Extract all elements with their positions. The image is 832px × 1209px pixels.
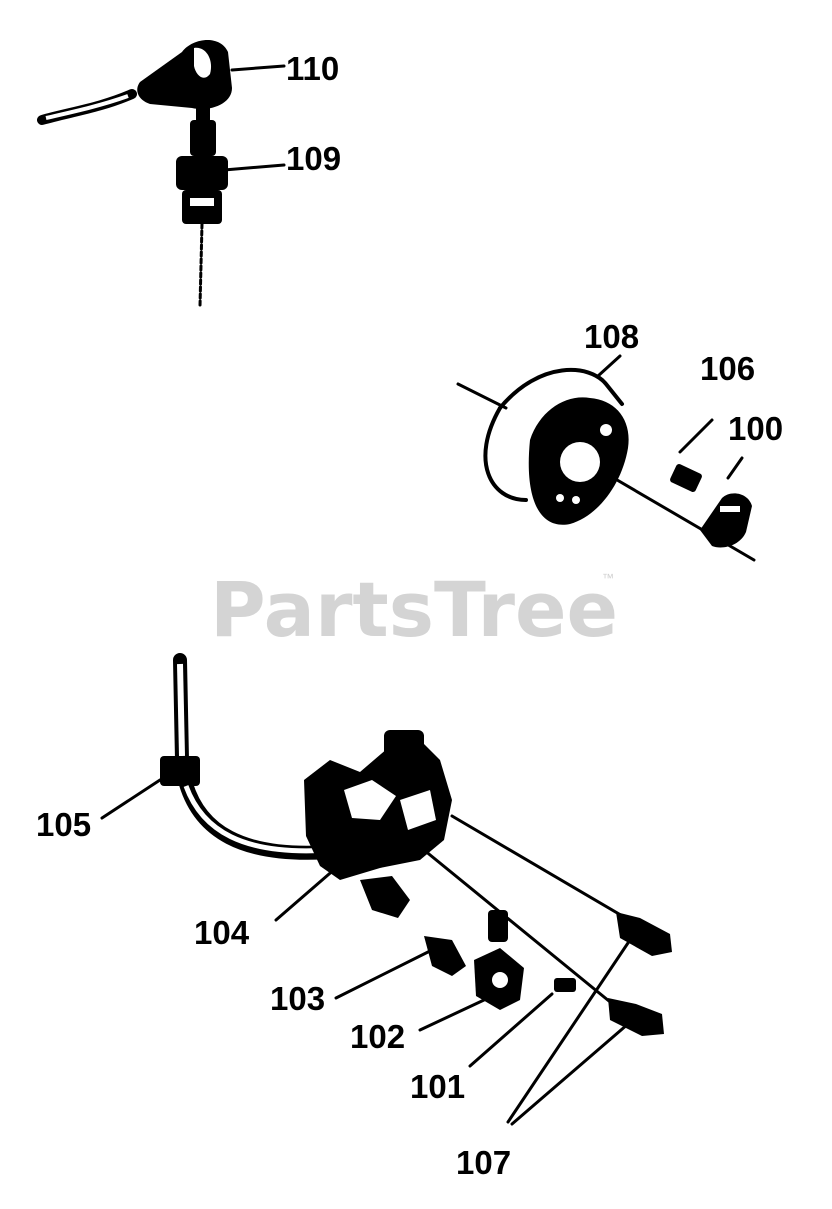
callout-108: 108 bbox=[584, 318, 639, 355]
parts-tree-watermark: PartsTree bbox=[210, 565, 618, 654]
part-109-spark-plug[interactable] bbox=[176, 120, 228, 308]
part-107-bolts[interactable] bbox=[608, 912, 672, 1036]
part-102-bracket[interactable] bbox=[474, 910, 524, 1010]
watermark-trademark: ™ bbox=[602, 571, 614, 585]
part-101-washer[interactable] bbox=[554, 978, 576, 992]
callout-101: 101 bbox=[410, 1068, 465, 1105]
callout-110: 110 bbox=[286, 50, 339, 87]
part-106-flywheel-key[interactable] bbox=[669, 418, 714, 493]
callout-102: 102 bbox=[350, 1018, 405, 1055]
part-108-flywheel[interactable] bbox=[456, 367, 756, 562]
callout-103: 103 bbox=[270, 980, 325, 1017]
callout-107: 107 bbox=[456, 1144, 511, 1181]
part-100-flywheel-nut[interactable] bbox=[700, 456, 752, 548]
callout-109: 109 bbox=[286, 140, 341, 177]
part-103-screw[interactable] bbox=[360, 876, 466, 976]
part-104-ignition-module[interactable] bbox=[304, 730, 638, 1012]
leader-lines bbox=[100, 64, 636, 1126]
callout-105: 105 bbox=[36, 806, 91, 843]
callout-104: 104 bbox=[194, 914, 250, 951]
callout-100: 100 bbox=[728, 410, 783, 447]
callout-106: 106 bbox=[700, 350, 755, 387]
part-110-spark-plug-boot[interactable] bbox=[37, 39, 232, 125]
part-105-ignition-lead[interactable] bbox=[160, 653, 337, 860]
